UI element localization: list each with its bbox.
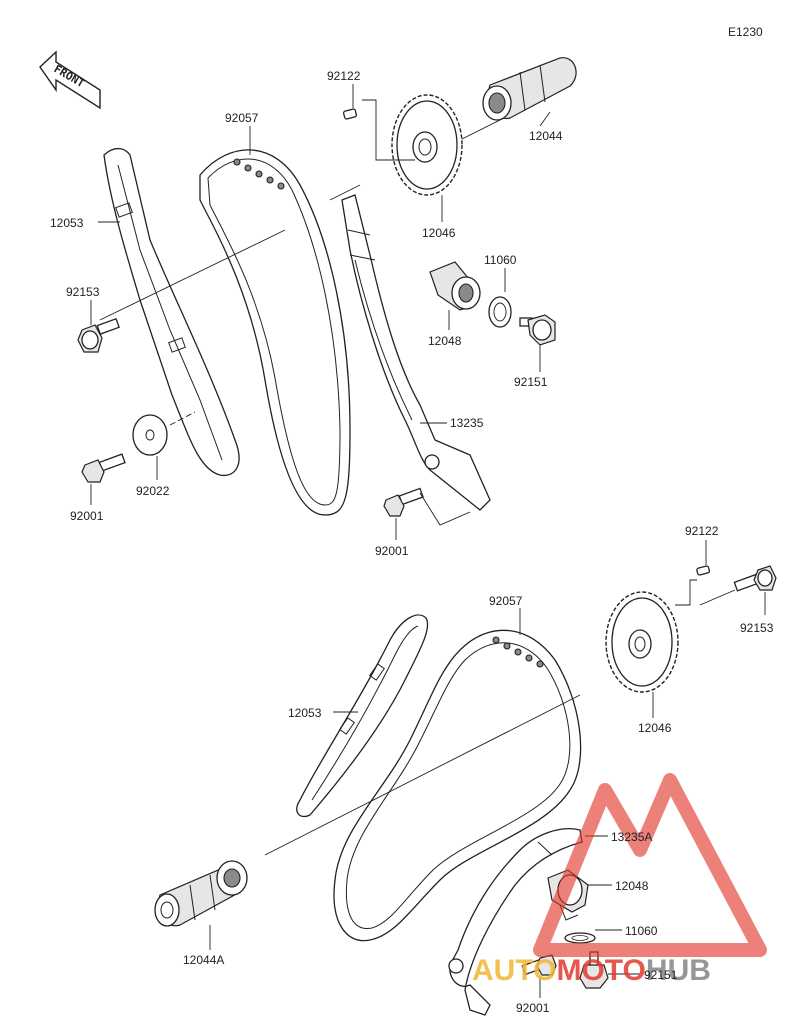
watermark-text: AUTOMOTOHUB — [472, 954, 711, 987]
lower-tensioner-bolt — [579, 951, 609, 989]
watermark-text-hub: HUB — [646, 954, 711, 987]
label-upper-bolt-center: 92001 — [375, 544, 409, 558]
watermark-text-auto: AUTO — [472, 954, 556, 987]
label-upper-pin: 92122 — [327, 69, 361, 83]
label-upper-guide: 12053 — [50, 216, 84, 230]
label-lower-tensioner-bolt: 92151 — [644, 968, 678, 982]
watermark-text-moto: MOTO — [556, 954, 645, 987]
label-upper-bolt-guide: 92153 — [66, 285, 100, 299]
lower-dowel-pin — [675, 565, 711, 606]
label-upper-tensioner-guide: 13235 — [450, 416, 484, 430]
lower-chain-guide — [296, 614, 429, 818]
watermark-triangle-icon — [533, 773, 767, 957]
label-lower-camshaft-a: 12044A — [183, 953, 224, 967]
label-upper-tensioner-bolt: 92151 — [514, 375, 548, 389]
label-upper-washer: 92022 — [136, 484, 170, 498]
label-lower-chain: 92057 — [489, 594, 523, 608]
upper-tensioner-bolt — [519, 314, 556, 346]
label-lower-pin: 92122 — [685, 524, 719, 538]
upper-guide-bolt — [77, 317, 120, 353]
label-lower-bolt-sprocket: 92153 — [740, 621, 774, 635]
upper-cam-chain — [199, 149, 351, 516]
upper-gasket — [488, 296, 512, 328]
lower-tensioner-guide — [448, 828, 583, 1016]
upper-bolt-center — [383, 487, 471, 526]
lower-cam-chain — [333, 629, 582, 942]
label-upper-chain: 92057 — [225, 111, 259, 125]
label-lower-gasket: 11060 — [625, 924, 658, 938]
label-lower-guide: 12053 — [288, 706, 322, 720]
label-upper-tensioner-body: 12048 — [428, 334, 462, 348]
label-lower-tensioner-body: 12048 — [615, 879, 649, 893]
label-lower-guide-a: 13235A — [611, 830, 652, 844]
upper-bolt-left — [81, 453, 126, 483]
lower-gasket — [564, 932, 596, 944]
upper-tensioner-guide — [341, 194, 491, 511]
upper-tensioner-body — [429, 261, 481, 311]
label-upper-gasket: 11060 — [484, 253, 517, 267]
upper-chain-links — [233, 158, 285, 190]
watermark-logo — [533, 773, 767, 957]
front-arrow-icon: FRONT — [39, 50, 101, 110]
label-lower-sprocket: 12046 — [638, 721, 672, 735]
label-upper-camshaft: 12044 — [529, 129, 563, 143]
upper-cam-sprocket — [391, 94, 463, 196]
upper-camshaft — [482, 57, 577, 121]
lower-chain-links — [492, 636, 544, 668]
lower-cam-sprocket — [605, 591, 679, 693]
label-upper-bolt-left: 92001 — [70, 509, 104, 523]
upper-chain-guide — [103, 147, 240, 477]
lower-sprocket-bolt — [733, 565, 777, 592]
diagram-code: E1230 — [728, 25, 763, 39]
upper-dowel-pin — [342, 99, 415, 161]
upper-washer — [132, 411, 196, 456]
label-lower-bolt: 92001 — [516, 1001, 550, 1015]
lower-camshaft — [154, 860, 248, 927]
label-upper-sprocket: 12046 — [422, 226, 456, 240]
